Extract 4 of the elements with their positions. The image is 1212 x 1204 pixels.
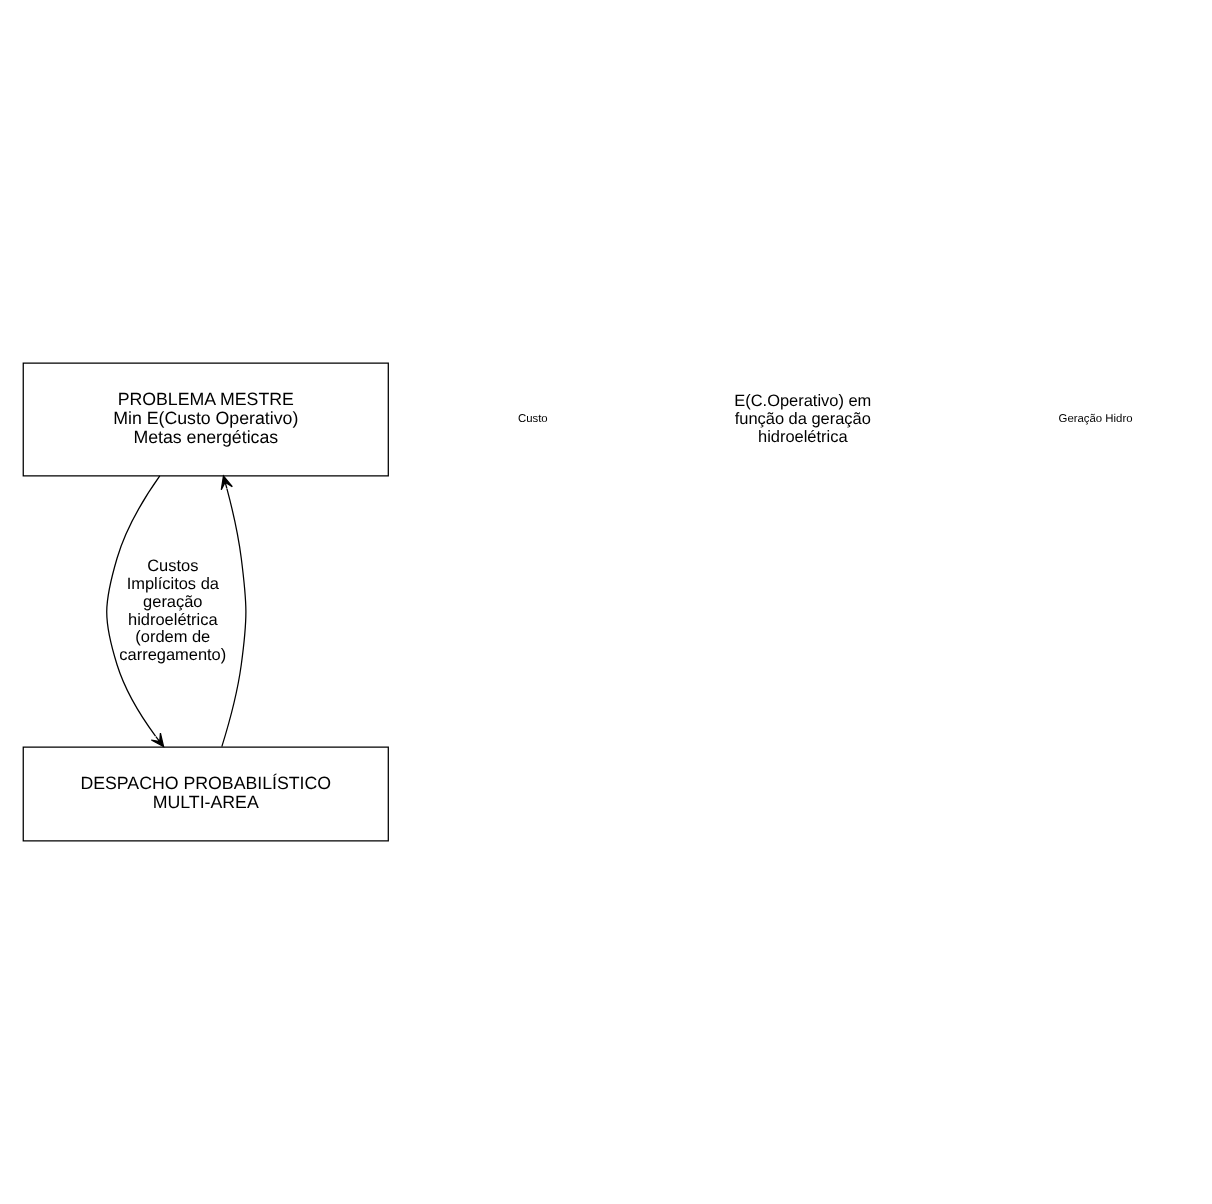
node-box: PROBLEMA MESTRE Min E(Custo Operativo) Metas energéticas	[22, 362, 389, 477]
arrow	[220, 475, 247, 748]
node-box: DESPACHO PROBABILÍSTICO MULTI-AREA	[22, 746, 389, 842]
arrow	[106, 475, 165, 748]
